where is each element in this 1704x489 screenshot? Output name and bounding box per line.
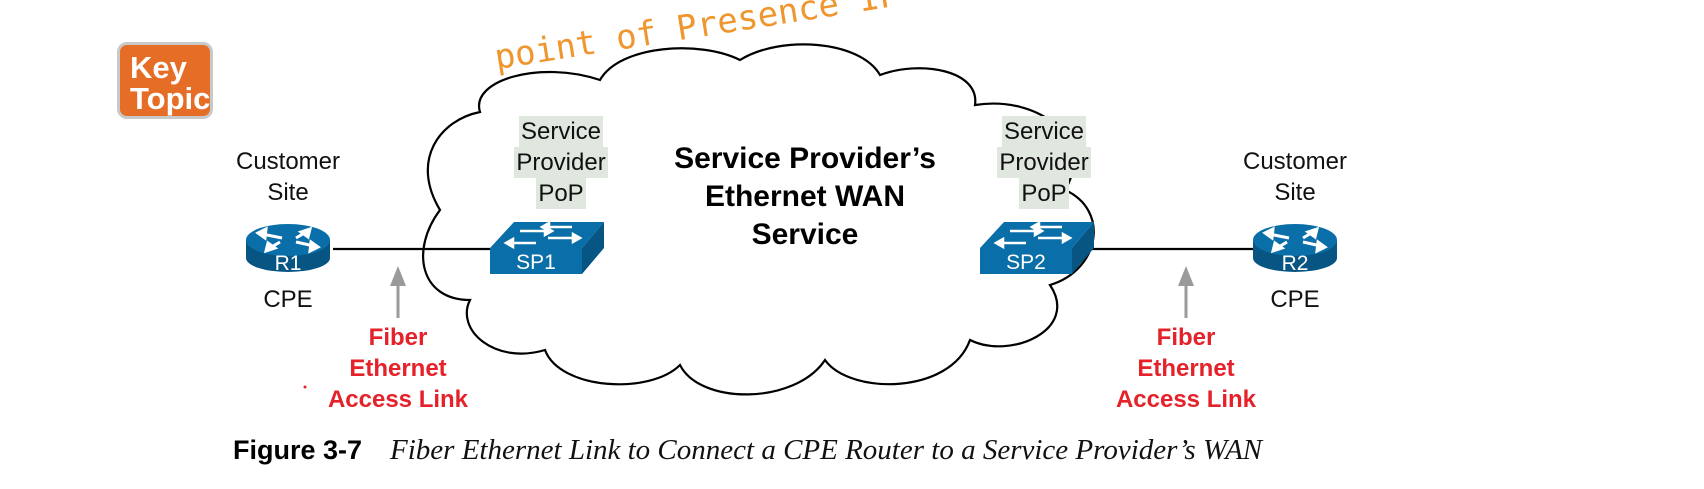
router-r1-icon	[246, 224, 330, 272]
cloud-title-line3: Service	[751, 218, 859, 251]
left-fiber-line3: Access Link	[327, 386, 469, 413]
right-fiber-label: Fiber Ethernet Access Link	[1088, 322, 1284, 415]
left-up-arrow	[390, 266, 406, 318]
r2-label: R2	[1282, 252, 1309, 275]
r1-label: R1	[275, 252, 302, 275]
left-fiber-line2: Ethernet	[349, 355, 447, 382]
right-customer-site-label: Customer Site	[1225, 146, 1365, 208]
left-customer-site-label: Customer Site	[218, 146, 358, 208]
left-pop-line3: PoP	[536, 178, 586, 209]
cloud-title: Service Provider’s Ethernet WAN Service	[640, 140, 970, 254]
switch-sp2-icon	[980, 220, 1094, 274]
right-fiber-line2: Ethernet	[1137, 355, 1235, 382]
left-pop-line1: Service	[518, 116, 604, 147]
left-fiber-label: Fiber Ethernet Access Link	[300, 322, 496, 415]
right-pop-label: Service Provider PoP	[974, 116, 1114, 209]
left-fiber-line1: Fiber	[368, 324, 428, 351]
sp1-label: SP1	[516, 251, 556, 274]
cloud-title-line1: Service Provider’s	[674, 142, 936, 175]
figure-caption: Figure 3-7 Fiber Ethernet Link to Connect…	[233, 434, 1262, 467]
switch-sp1-icon	[490, 220, 604, 274]
left-pop-label: Service Provider PoP	[491, 116, 631, 209]
key-topic-line2: Topic	[130, 81, 211, 116]
right-fiber-line3: Access Link	[1115, 386, 1257, 413]
left-site-line1: Customer	[235, 148, 341, 175]
right-up-arrow	[1178, 266, 1194, 318]
cloud-title-line2: Ethernet WAN	[704, 180, 905, 213]
router-r2-icon	[1253, 224, 1337, 272]
left-pop-line2: Provider	[514, 147, 608, 178]
right-site-line2: Site	[1274, 179, 1316, 206]
figure-caption-text: Fiber Ethernet Link to Connect a CPE Rou…	[390, 434, 1263, 466]
right-site-line1: Customer	[1242, 148, 1348, 175]
right-pop-line2: Provider	[997, 147, 1091, 178]
right-pop-line3: PoP	[1019, 178, 1069, 209]
left-cpe-label: CPE	[263, 286, 313, 313]
key-topic-line1: Key	[130, 50, 187, 85]
figure-number: Figure 3-7	[233, 435, 363, 465]
stray-dot	[303, 385, 307, 389]
key-topic-badge: Key Topic	[117, 42, 213, 119]
right-cpe-label: CPE	[1270, 286, 1320, 313]
right-pop-line1: Service	[1001, 116, 1087, 147]
left-site-line2: Site	[267, 179, 309, 206]
right-fiber-line1: Fiber	[1156, 324, 1216, 351]
sp2-label: SP2	[1006, 251, 1046, 274]
